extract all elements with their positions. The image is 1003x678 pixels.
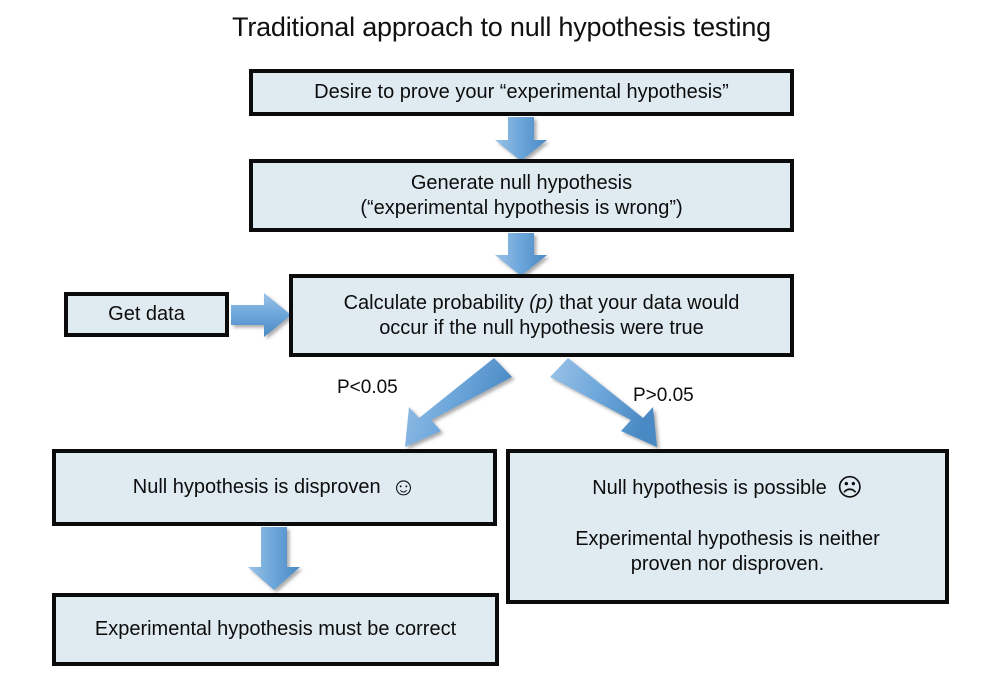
- node-disproven-text: Null hypothesis is disproven: [132, 476, 381, 498]
- node-desire-label: Desire to prove your “experimental hypot…: [314, 81, 729, 104]
- arrow-calculate-to-disproven: [405, 358, 512, 447]
- node-generate-line2: (“experimental hypothesis is wrong”): [360, 196, 683, 219]
- node-must-correct[interactable]: Experimental hypothesis must be correct: [52, 593, 499, 666]
- arrow-generate-to-calculate: [495, 233, 547, 276]
- node-must-correct-label: Experimental hypothesis must be correct: [94, 618, 457, 641]
- node-calculate-p-symbol: (p): [529, 292, 554, 315]
- node-calculate[interactable]: Calculate probability (p) that your data…: [289, 274, 794, 357]
- frowny-face-icon: ☹: [836, 474, 863, 502]
- node-calculate-label: Calculate probability (p) that your data…: [303, 291, 780, 340]
- smiley-face-icon: ☺: [390, 473, 417, 501]
- node-disproven[interactable]: Null hypothesis is disproven ☺: [52, 449, 497, 526]
- node-possible-text: Null hypothesis is possible: [592, 477, 827, 499]
- node-calculate-line1-a: Calculate probability: [343, 292, 530, 315]
- node-generate-label: Generate null hypothesis (“experimental …: [263, 171, 780, 220]
- node-get-data-label: Get data: [108, 303, 185, 326]
- edge-label-p-greater: P>0.05: [633, 385, 694, 406]
- node-possible-label: Null hypothesis is possible ☹ Experimenta…: [520, 476, 935, 577]
- edge-label-p-less: P<0.05: [337, 377, 398, 398]
- page-title: Traditional approach to null hypothesis …: [232, 12, 771, 42]
- spacer: [520, 501, 935, 527]
- node-possible-line3: proven nor disproven.: [630, 553, 825, 575]
- arrow-disproven-to-mustcorrect: [248, 527, 300, 590]
- node-calculate-line2: occur if the null hypothesis were true: [379, 316, 704, 339]
- node-get-data[interactable]: Get data: [64, 292, 229, 337]
- node-generate-line1: Generate null hypothesis: [410, 172, 633, 195]
- node-disproven-label: Null hypothesis is disproven ☺: [66, 475, 483, 500]
- node-generate[interactable]: Generate null hypothesis (“experimental …: [249, 159, 794, 232]
- node-desire[interactable]: Desire to prove your “experimental hypot…: [249, 69, 794, 116]
- node-possible-line2: Experimental hypothesis is neither: [575, 528, 880, 550]
- node-possible[interactable]: Null hypothesis is possible ☹ Experimenta…: [506, 449, 949, 604]
- arrow-desire-to-generate: [495, 117, 547, 161]
- arrow-getdata-to-calculate: [231, 293, 291, 337]
- node-possible-line1: Null hypothesis is possible ☹: [520, 476, 935, 501]
- node-calculate-line1: Calculate probability (p) that your data…: [303, 291, 780, 315]
- node-calculate-line1-b: that your data would: [553, 292, 740, 315]
